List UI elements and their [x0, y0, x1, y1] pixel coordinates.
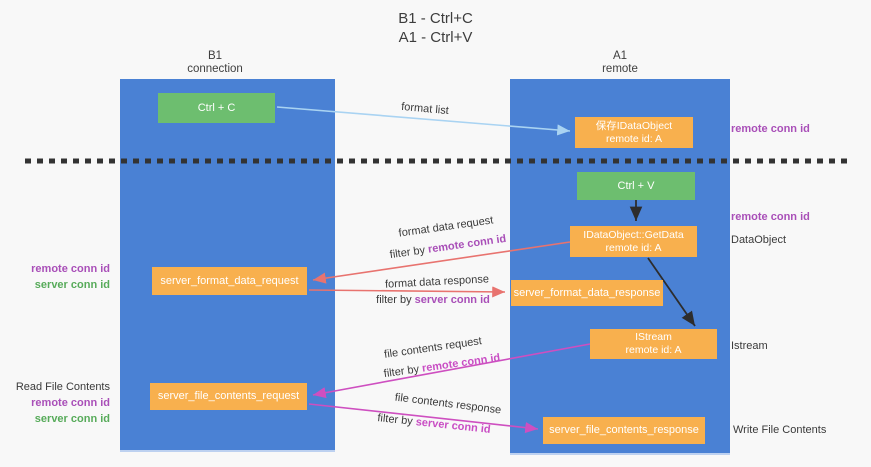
filter-key-remote-conn-id: remote conn id — [421, 351, 501, 375]
title-line-2: A1 - Ctrl+V — [398, 29, 473, 46]
node-istream-line1: IStream — [635, 331, 672, 343]
filter-prefix: filter by — [389, 243, 429, 262]
label-write-file-contents: Write File Contents — [733, 424, 827, 436]
label-remote-conn-id-top: remote conn id — [731, 123, 810, 135]
node-server-file-contents-request-label: server_file_contents_request — [157, 390, 300, 402]
label-remote-conn-id-mid: remote conn id — [731, 211, 810, 223]
lane-b1-subtitle: connection — [187, 63, 243, 75]
node-istream: IStream remote id: A — [590, 329, 717, 359]
label-left-server-conn-id-1: server conn id — [34, 279, 110, 291]
lane-a1-subtitle: remote — [602, 63, 638, 75]
diagram-title: B1 - Ctrl+C A1 - Ctrl+V — [0, 9, 871, 47]
label-dataobject: DataObject — [731, 234, 787, 246]
title-line-1: B1 - Ctrl+C — [398, 10, 473, 27]
node-save-dataobject-line2: remote id: A — [605, 132, 663, 145]
lane-b1-title: B1 — [207, 50, 223, 62]
lane-header-a1: A1 remote — [545, 50, 695, 76]
node-ctrl-c: Ctrl + C — [158, 93, 275, 123]
node-save-dataobject: 保存IDataObject remote id: A — [575, 117, 693, 148]
node-ctrl-c-label: Ctrl + C — [197, 101, 236, 114]
node-server-file-contents-request: server_file_contents_request — [150, 383, 307, 410]
node-ctrl-v-label: Ctrl + V — [617, 179, 655, 192]
filter-prefix: filter by — [376, 412, 417, 429]
label-left-remote-conn-id-2: remote conn id — [31, 397, 110, 409]
node-server-format-data-response: server_format_data_response — [511, 280, 663, 306]
node-server-file-contents-response-label: server_file_contents_response — [549, 424, 699, 436]
filter-key-server-conn-id: server conn id — [414, 294, 490, 306]
node-getdata-line2: remote id: A — [605, 241, 662, 254]
format-data-response-arrow — [308, 286, 506, 298]
label-read-file-contents: Read File Contents — [15, 381, 110, 393]
node-server-format-data-request: server_format_data_request — [152, 267, 307, 295]
filter-key-remote-conn-id: remote conn id — [427, 232, 507, 256]
label-istream: Istream — [731, 340, 768, 352]
lane-header-b1: B1 connection — [140, 50, 290, 76]
lane-a1-title: A1 — [612, 50, 628, 62]
node-server-format-data-response-label: server_format_data_response — [513, 286, 661, 299]
label-file-contents-response-filter: filter by server conn id — [377, 412, 491, 436]
label-left-server-conn-id-2: server conn id — [34, 413, 110, 425]
label-format-data-response-filter: filter by server conn id — [376, 294, 490, 306]
label-format-data-response: format data response — [384, 273, 490, 291]
node-save-dataobject-line1: 保存IDataObject — [595, 119, 673, 132]
node-getdata-line1: IDataObject::GetData — [583, 228, 684, 241]
label-left-remote-conn-id-1: remote conn id — [31, 263, 110, 275]
node-server-format-data-request-label: server_format_data_request — [160, 274, 299, 287]
filter-prefix: filter by — [376, 294, 415, 306]
filter-prefix: filter by — [383, 362, 423, 381]
node-istream-line2: remote id: A — [625, 344, 682, 356]
node-server-file-contents-response: server_file_contents_response — [543, 417, 705, 444]
node-ctrl-v: Ctrl + V — [577, 172, 695, 200]
label-file-contents-response: file contents response — [394, 391, 502, 417]
filter-key-server-conn-id: server conn id — [415, 416, 492, 436]
label-format-list: format list — [400, 100, 450, 118]
node-idataobject-getdata: IDataObject::GetData remote id: A — [570, 226, 697, 257]
